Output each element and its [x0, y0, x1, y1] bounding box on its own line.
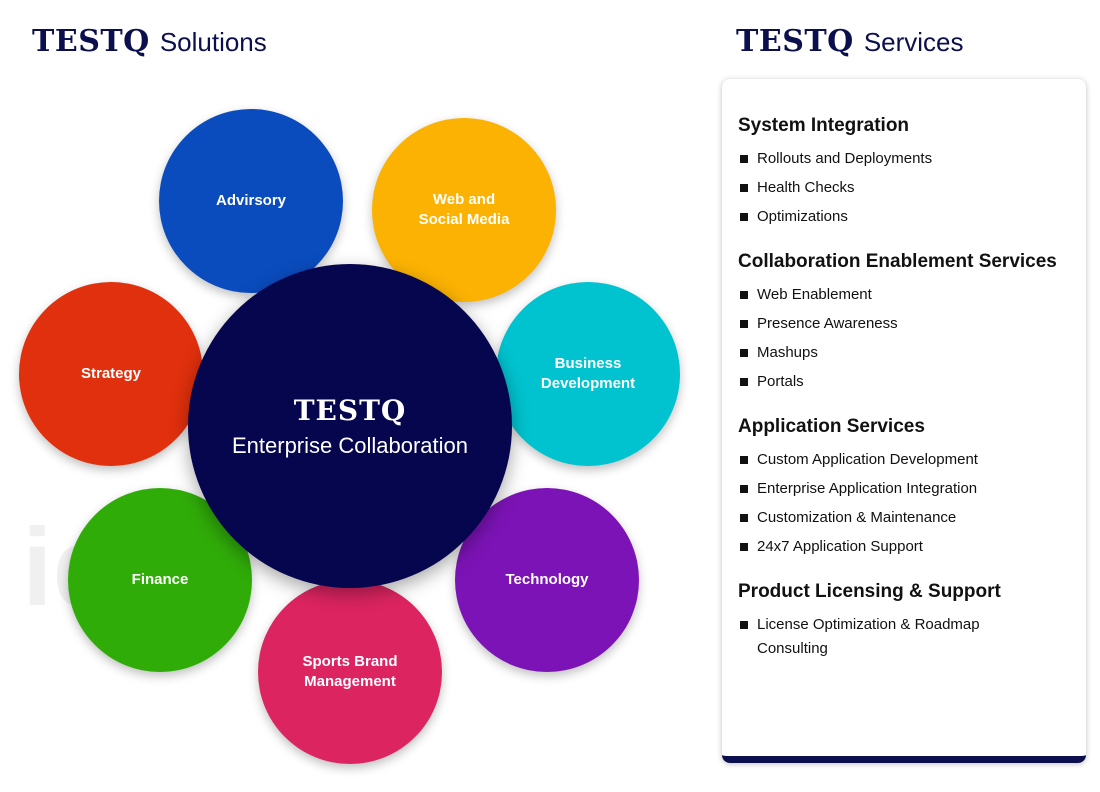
solution-circle-technology: Technology [455, 488, 639, 672]
service-section: Application Services Custom Application … [738, 416, 1076, 559]
center-circle-enterprise-collaboration: TESTQ Enterprise Collaboration [188, 264, 512, 588]
center-brand: TESTQ [293, 393, 407, 427]
solution-label: Strategy [80, 365, 142, 382]
service-item: 24x7 Application Support [738, 535, 1076, 559]
solutions-heading: TESTQ Solutions [32, 24, 267, 59]
solutions-heading-word: Solutions [159, 27, 267, 57]
center-subtitle: Enterprise Collaboration [231, 432, 469, 458]
solution-label: Web and Social Media [418, 191, 510, 228]
service-item: Custom Application Development [738, 448, 1076, 472]
service-item-list: Custom Application Development Enterpris… [738, 448, 1076, 559]
service-item-list: Web Enablement Presence Awareness Mashup… [738, 283, 1076, 394]
services-heading-brand: TESTQ [736, 24, 854, 59]
services-heading-word: Services [863, 27, 964, 57]
service-section-title: Product Licensing & Support [738, 581, 1001, 602]
solutions-heading-brand: TESTQ [32, 24, 150, 59]
service-item-list: Rollouts and Deployments Health Checks O… [738, 147, 1076, 229]
service-section: Collaboration Enablement Services Web En… [738, 251, 1076, 394]
service-item: Web Enablement [738, 283, 1076, 307]
service-item-list: License Optimization & Roadmap Consultin… [738, 613, 1076, 661]
service-section: Product Licensing & Support License Opti… [738, 581, 1076, 661]
service-item: Presence Awareness [738, 312, 1076, 336]
solution-label: Business Development [540, 355, 636, 392]
services-panel: System Integration Rollouts and Deployme… [722, 79, 1086, 763]
service-item: Optimizations [738, 205, 1076, 229]
solution-label: Finance [131, 571, 189, 588]
service-section: System Integration Rollouts and Deployme… [738, 115, 1076, 229]
solution-circle-sports-brand-management: Sports Brand Management [258, 580, 442, 764]
solution-circle-strategy: Strategy [19, 282, 203, 466]
service-section-title: Application Services [738, 416, 925, 437]
solution-circle-web-social-media: Web and Social Media [372, 118, 556, 302]
solution-label: Technology [505, 571, 589, 588]
solution-circle-advisory: Advirsory [159, 109, 343, 293]
solution-label: Sports Brand Management [302, 653, 398, 690]
service-item: License Optimization & Roadmap Consultin… [738, 613, 1017, 661]
service-section-title: System Integration [738, 115, 910, 136]
service-item: Rollouts and Deployments [738, 147, 1076, 171]
solution-label: Advirsory [215, 192, 287, 209]
service-item: Health Checks [738, 176, 1076, 200]
service-item: Mashups [738, 341, 1076, 365]
service-item: Enterprise Application Integration [738, 477, 1076, 501]
solution-circle-business-development: Business Development [496, 282, 680, 466]
service-section-title: Collaboration Enablement Services [738, 251, 1057, 272]
service-item: Portals [738, 370, 1076, 394]
service-item: Customization & Maintenance [738, 506, 1076, 530]
services-heading: TESTQ Services [736, 24, 964, 59]
